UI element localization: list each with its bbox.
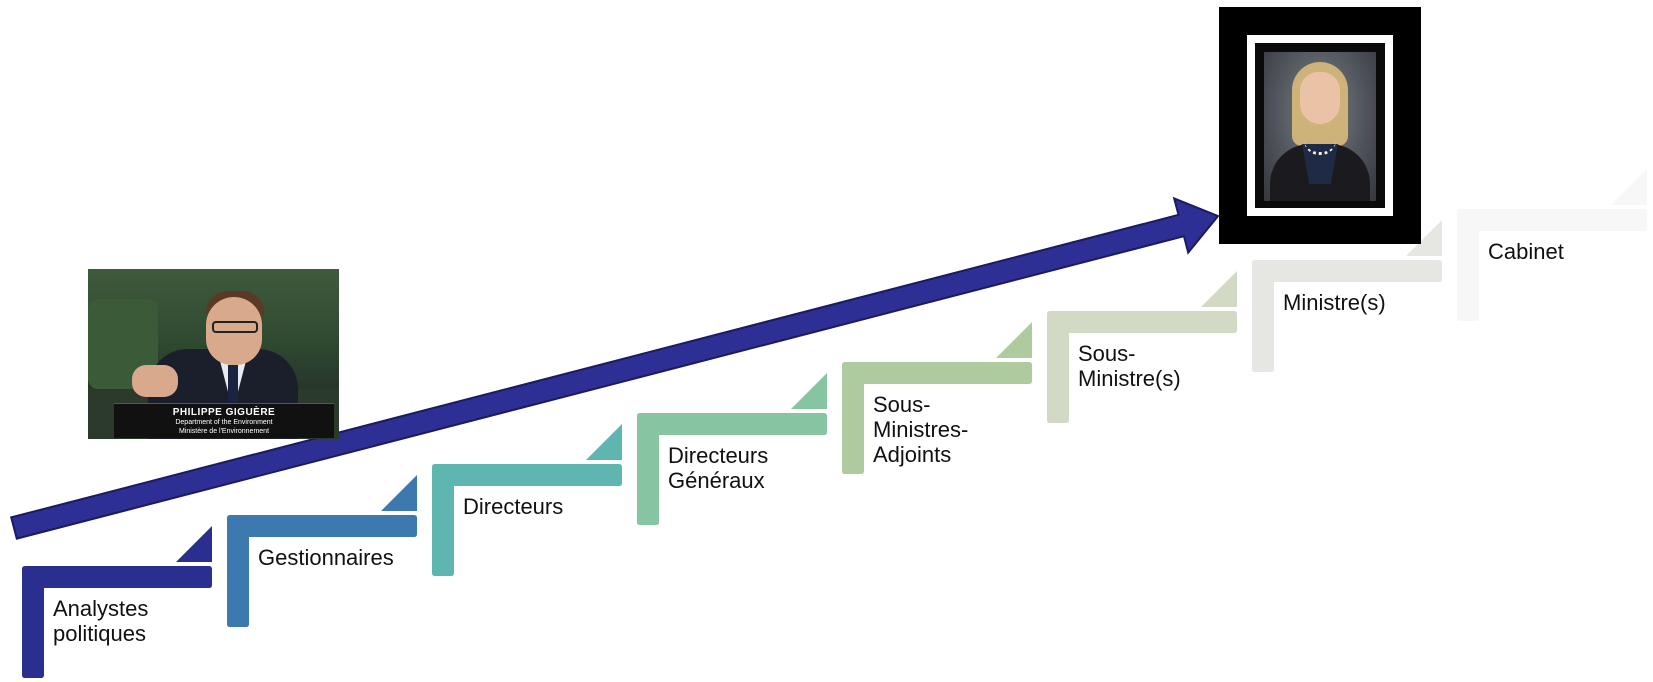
photo-caption: PHILIPPE GIGUÈRE Department of the Envir… xyxy=(114,403,334,438)
step-shape-5 xyxy=(842,362,1032,474)
step-shape-7 xyxy=(1252,260,1442,372)
step-chevron-6 xyxy=(1201,271,1237,307)
career-progression-arrow xyxy=(9,196,1220,540)
photo-philippe-giguere: PHILIPPE GIGUÈRE Department of the Envir… xyxy=(88,269,339,439)
step-chevron-5 xyxy=(996,322,1032,358)
step-shape-6 xyxy=(1047,311,1237,423)
step-shape-1 xyxy=(22,566,212,678)
step-label-7: Ministre(s) xyxy=(1283,290,1386,315)
caption-line-2: Ministère de l'Environnement xyxy=(178,428,270,435)
step-label-2: Gestionnaires xyxy=(258,545,394,570)
step-shape-4 xyxy=(637,413,827,525)
step-label-3: Directeurs xyxy=(463,494,564,519)
step-chevron-7 xyxy=(1406,220,1442,256)
step-shape-3 xyxy=(432,464,622,576)
step-chevron-8 xyxy=(1611,169,1647,205)
step-label-5: Sous- Ministres- Adjoints xyxy=(873,392,969,467)
step-label-6: Sous- Ministre(s) xyxy=(1078,341,1181,391)
caption-line-1: Department of the Environment xyxy=(175,419,273,426)
caption-name: PHILIPPE GIGUÈRE xyxy=(172,407,276,418)
step-shape-2 xyxy=(227,515,417,627)
step-label-8: Cabinet xyxy=(1488,239,1564,264)
step-shape-8 xyxy=(1457,209,1647,321)
step-label-1: Analystes politiques xyxy=(53,596,149,646)
step-chevron-4 xyxy=(791,373,827,409)
step-chevron-3 xyxy=(586,424,622,460)
step-label-4: Directeurs Généraux xyxy=(668,443,769,493)
step-chevron-2 xyxy=(381,475,417,511)
photo-minister-portrait xyxy=(1219,7,1421,244)
step-chevron-1 xyxy=(176,526,212,562)
